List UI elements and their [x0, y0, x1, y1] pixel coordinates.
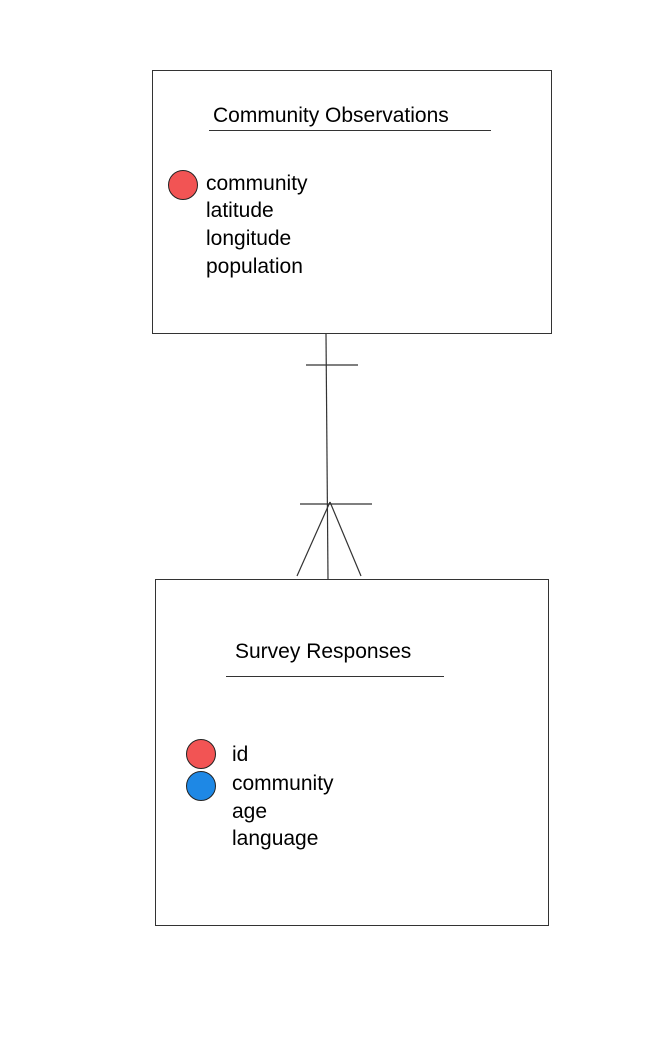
- crowfoot-left-prong: [296, 501, 331, 577]
- crowfoot-right-prong: [329, 501, 362, 577]
- foreign-key-icon: [186, 771, 216, 801]
- primary-key-icon: [168, 170, 198, 200]
- field-population: population: [206, 255, 303, 278]
- field-community: community: [206, 172, 308, 195]
- entity-community-observations[interactable]: Community Observations community latitud…: [152, 70, 552, 334]
- field-latitude: latitude: [206, 199, 274, 222]
- entity-title: Community Observations: [213, 104, 449, 127]
- relationship-line: [325, 333, 329, 580]
- field-community: community: [232, 772, 334, 795]
- field-age: age: [232, 800, 268, 823]
- title-underline: [209, 130, 491, 131]
- primary-key-icon: [186, 739, 216, 769]
- entity-title: Survey Responses: [235, 640, 412, 663]
- field-language: language: [232, 827, 319, 850]
- field-longitude: longitude: [206, 227, 292, 250]
- field-id: id: [232, 743, 249, 766]
- entity-survey-responses[interactable]: Survey Responses id community age langua…: [155, 579, 549, 926]
- title-underline: [226, 676, 444, 677]
